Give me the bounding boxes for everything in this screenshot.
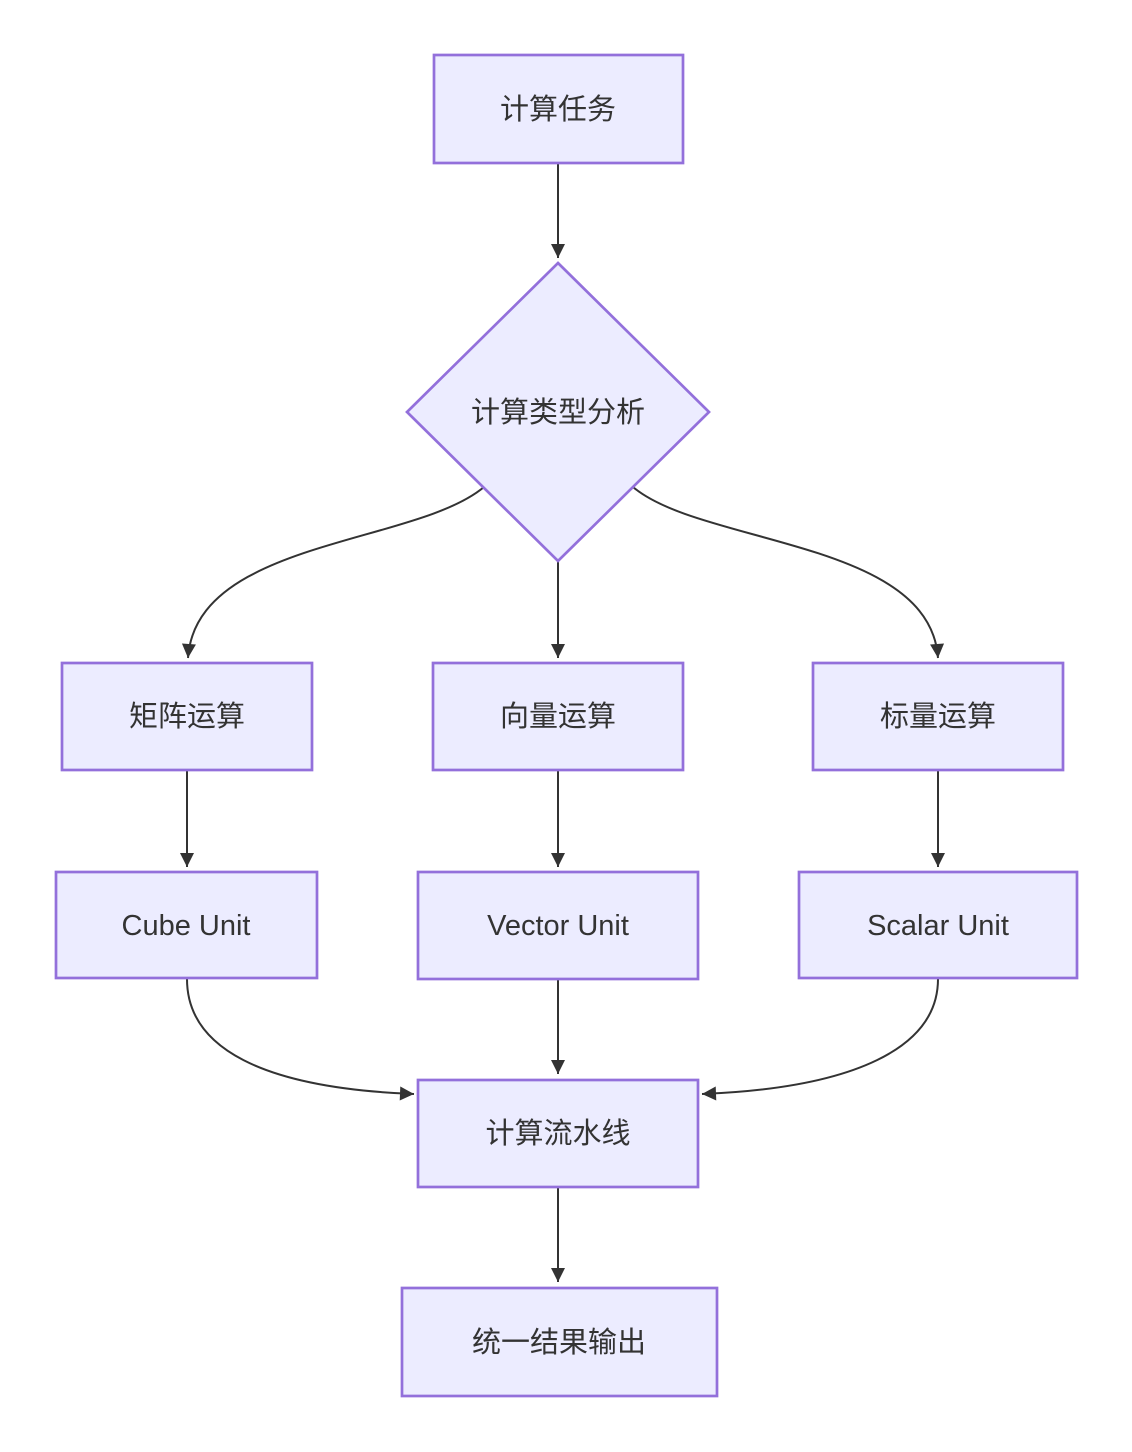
node-matrix: 矩阵运算 [60, 661, 314, 772]
edge-decision-scalar [632, 486, 945, 659]
edge-layer [180, 163, 945, 1282]
matrix-box [60, 661, 314, 772]
scalar-unit-label: Scalar Unit [867, 910, 1009, 942]
task-box [432, 53, 685, 165]
decision-diamond [405, 261, 711, 563]
edge-cubeunit-pipeline [186, 978, 415, 1101]
node-scalar: 标量运算 [811, 661, 1065, 772]
vector-unit-label: Vector Unit [487, 910, 629, 942]
cube-unit-box [54, 870, 319, 980]
task-label: 计算任务 [500, 93, 616, 126]
cube-unit-label: Cube Unit [122, 910, 251, 942]
node-task: 计算任务 [432, 53, 685, 165]
node-vector-unit: Vector Unit [416, 870, 700, 981]
node-output: 统一结果输出 [400, 1286, 719, 1398]
node-vector: 向量运算 [431, 661, 685, 772]
output-box [400, 1286, 719, 1398]
node-cube-unit: Cube Unit [54, 870, 319, 980]
decision-label: 计算类型分析 [471, 396, 645, 429]
matrix-label: 矩阵运算 [129, 700, 245, 733]
vector-box [431, 661, 685, 772]
edge-decision-matrix [181, 486, 485, 659]
node-scalar-unit: Scalar Unit [797, 870, 1079, 980]
node-decision: 计算类型分析 [405, 261, 711, 563]
vector-unit-box [416, 870, 700, 981]
pipeline-label: 计算流水线 [485, 1117, 630, 1150]
scalar-unit-box [797, 870, 1079, 980]
node-pipeline: 计算流水线 [416, 1078, 700, 1189]
scalar-box [811, 661, 1065, 772]
pipeline-box [416, 1078, 700, 1189]
vector-label: 向量运算 [500, 700, 616, 733]
scalar-label: 标量运算 [880, 700, 996, 733]
output-label: 统一结果输出 [472, 1326, 646, 1359]
edge-scalarunit-pipeline [701, 978, 939, 1101]
